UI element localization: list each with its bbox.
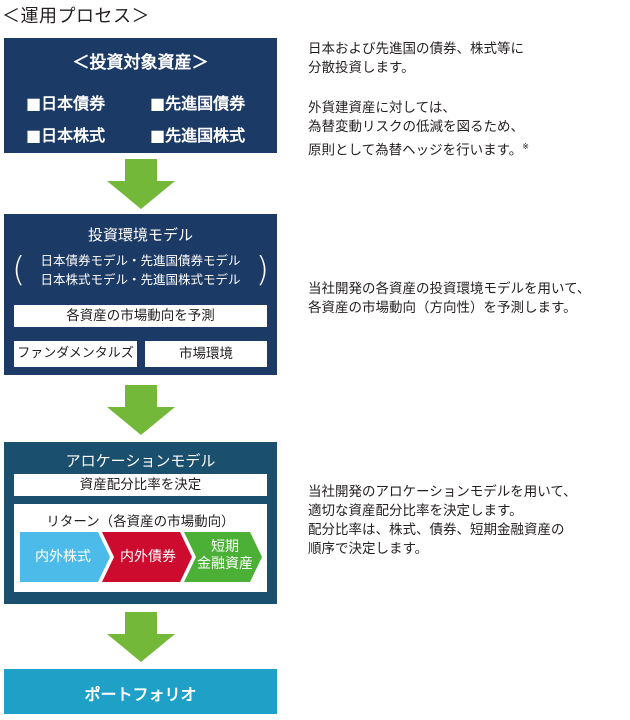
investment-environment-model-box: 投資環境モデル ( ) 日本債券モデル・先進国債券モデル 日本株式モデル・先進国…: [4, 214, 277, 375]
desc-line: 為替変動リスクの低減を図るため、: [308, 119, 524, 135]
allocation-decision-bar: 資産配分比率を決定: [14, 474, 267, 496]
right-bracket: ): [255, 250, 269, 290]
allocation-model-title: アロケーションモデル: [65, 452, 216, 470]
desc-line: 当社開発の各資産の投資環境モデルを用いて、: [308, 281, 591, 297]
asset-developed-bonds: ■先進国債券: [150, 94, 246, 113]
market-environment-box: 市場環境: [145, 341, 267, 367]
chevron-bonds-label: 内外債券: [120, 549, 176, 565]
portfolio-title: ポートフォリオ: [84, 685, 197, 704]
description-assets: 日本および先進国の債券、株式等に 分散投資します。: [308, 40, 524, 78]
environment-model-title: 投資環境モデル: [87, 226, 193, 244]
asset-developed-stocks: ■先進国株式: [150, 126, 246, 145]
bond-models-line: 日本債券モデル・先進国債券モデル: [40, 253, 241, 268]
desc-line: 外貨建資産に対しては、: [308, 100, 456, 116]
desc-line: 順序で決定します。: [308, 541, 429, 557]
chevron-stocks-label: 内外株式: [35, 549, 91, 565]
desc-line: 適切な資産配分比率を決定します。: [308, 503, 523, 519]
return-panel: リターン（各資産の市場動向） 内外株式 内外債券 短期 金融資産: [14, 504, 267, 592]
chevron-bonds: [102, 532, 192, 582]
down-arrow-icon: [107, 385, 175, 435]
allocation-model-box: アロケーションモデル 資産配分比率を決定 リターン（各資産の市場動向） 内外株式…: [4, 442, 277, 604]
description-currency-hedge: 外貨建資産に対しては、 為替変動リスクの低減を図るため、 原則として為替ヘッジを…: [308, 99, 529, 161]
down-arrow-icon: [107, 612, 175, 662]
market-forecast-bar: 各資産の市場動向を予測: [14, 305, 267, 327]
sub-models: 日本債券モデル・先進国債券モデル 日本株式モデル・先進国株式モデル: [14, 250, 267, 290]
desc-line: 日本および先進国の債券、株式等に: [308, 41, 524, 57]
investment-target-title: ＜投資対象資産＞: [72, 53, 209, 73]
chevron-stocks: [20, 532, 110, 582]
allocation-order-chevrons: [20, 532, 262, 582]
description-allocation-model: 当社開発のアロケーションモデルを用いて、 適切な資産配分比率を決定します。 配分…: [308, 483, 577, 559]
desc-line: 原則として為替ヘッジを行います。: [308, 142, 523, 159]
desc-line: 各資産の市場動向（方向性）を予測します。: [308, 300, 577, 316]
description-environment-model: 当社開発の各資産の投資環境モデルを用いて、 各資産の市場動向（方向性）を予測しま…: [308, 280, 590, 318]
chevron-short-term: [184, 532, 262, 582]
page-heading: ＜運用プロセス＞: [2, 6, 150, 27]
stock-models-line: 日本株式モデル・先進国株式モデル: [40, 272, 241, 287]
asset-japan-stocks: ■日本株式: [26, 126, 106, 145]
left-bracket: (: [12, 250, 26, 290]
desc-line: 配分比率は、株式、債券、短期金融資産の: [308, 522, 565, 538]
return-panel-title: リターン（各資産の市場動向）: [46, 514, 235, 530]
portfolio-box: ポートフォリオ: [4, 669, 277, 714]
footnote-mark: ※: [522, 142, 529, 151]
fundamentals-box: ファンダメンタルズ: [14, 341, 137, 367]
desc-line: 当社開発のアロケーションモデルを用いて、: [308, 484, 577, 500]
chevron-short-term-label: 短期 金融資産: [197, 539, 253, 572]
down-arrow-icon: [107, 159, 175, 209]
asset-japan-bonds: ■日本債券: [26, 94, 106, 113]
investment-target-box: ＜投資対象資産＞ ■日本債券 ■先進国債券 ■日本株式 ■先進国株式: [4, 38, 277, 153]
desc-line: 分散投資します。: [308, 60, 415, 76]
